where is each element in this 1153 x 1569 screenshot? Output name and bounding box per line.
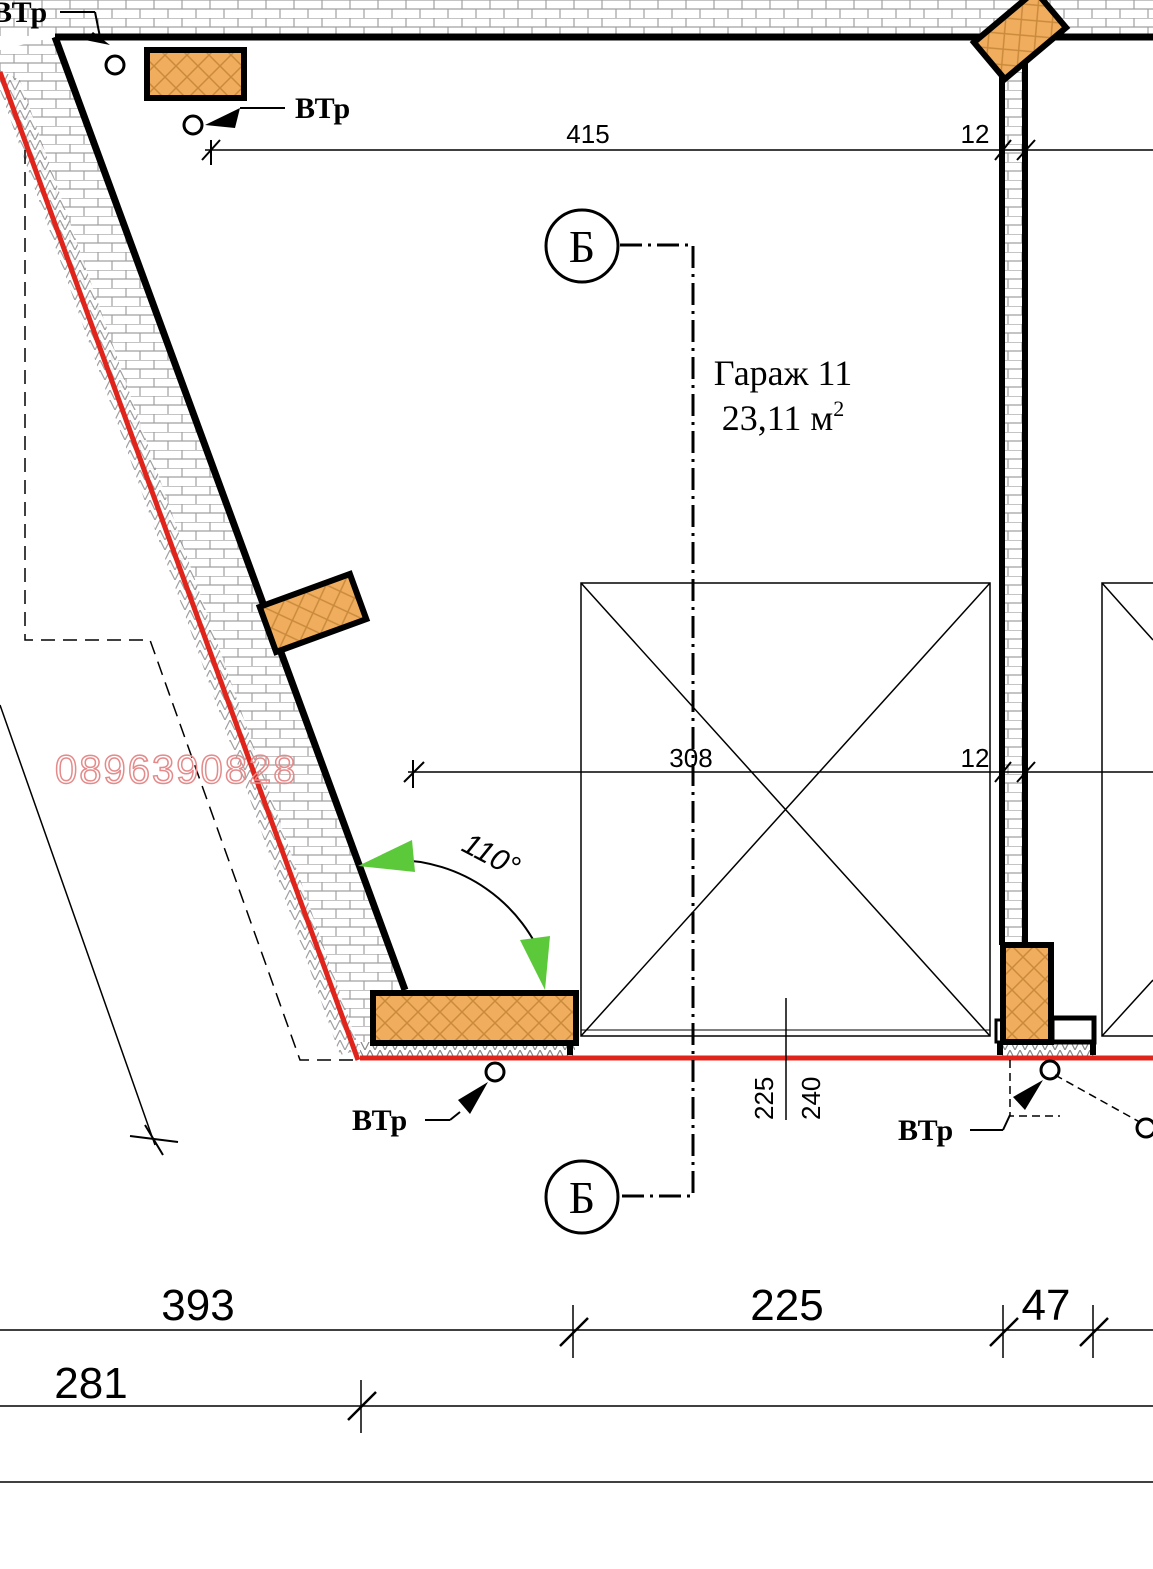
boundary-red-line-slanted [0, 71, 361, 1061]
dimension-bottom-row-1: 393 225 47 [0, 1281, 1153, 1358]
dim-bottom-second-row: 281 [54, 1359, 127, 1408]
dim-inner-mid-length: 308 [669, 743, 712, 773]
room-area-sup: 2 [833, 396, 844, 421]
right-partition-wall [999, 40, 1028, 945]
angle-label: 110° [457, 827, 525, 884]
angle-arrow-right [520, 936, 550, 990]
angle-arrow-left [358, 840, 415, 872]
neighbor-door-opening [1101, 582, 1153, 1037]
dimension-inner-top: 415 12 [201, 119, 1153, 165]
room-label: Гараж 11 23,11 м2 [714, 353, 852, 438]
dimension-bottom-row-2: 281 [0, 1359, 1153, 1433]
door-height-labels: 225 240 [749, 998, 826, 1120]
left-extension-dimension [0, 704, 179, 1156]
bottom-wall [360, 1015, 1153, 1061]
dim-bottom-right: 47 [1022, 1281, 1071, 1330]
door-height-2: 240 [796, 1077, 826, 1120]
column-bottom-left [370, 990, 579, 1046]
section-line-b: Б Б [544, 208, 695, 1235]
room-name: Гараж 11 [714, 353, 852, 393]
section-marker-top [544, 208, 620, 284]
dim-inner-mid-wall: 12 [961, 743, 990, 773]
section-marker-bottom [544, 1159, 620, 1235]
garage-door-opening [580, 582, 991, 1037]
dashed-outline [24, 150, 360, 1061]
section-marker-top-label: Б [569, 221, 595, 272]
column-slanted-wall [255, 570, 371, 656]
vent-lower-left: ВТр [352, 1061, 506, 1137]
room-area: 23,11 м2 [722, 396, 844, 438]
section-marker-bottom-label: Б [569, 1172, 595, 1223]
door-height-1: 225 [749, 1077, 779, 1120]
dim-inner-top-length: 415 [566, 119, 609, 149]
column-bottom-right [1000, 942, 1054, 1045]
dim-inner-top-wall: 12 [961, 119, 990, 149]
column-top-left [144, 47, 247, 101]
vent-label-upper: ВТр [295, 92, 350, 125]
vent-upper: ВТр [182, 92, 350, 136]
vent-top-left: ВТр [0, 0, 126, 76]
dimension-inner-mid: 308 12 [403, 743, 1153, 788]
watermark-phone: 0896390828 [55, 748, 297, 792]
top-wall [0, 0, 1153, 41]
dim-bottom-left: 393 [161, 1281, 234, 1330]
vent-lower-right: ВТр [898, 1059, 1153, 1147]
vent-label-lower-right: ВТр [898, 1114, 953, 1147]
vent-label-lower-left: ВТр [352, 1104, 407, 1137]
vent-label-top-left: ВТр [0, 0, 47, 29]
slanted-left-wall [0, 35, 409, 1061]
room-area-value: 23,11 м [722, 398, 833, 438]
column-top-right [969, 0, 1071, 84]
dim-bottom-door: 225 [750, 1281, 823, 1330]
